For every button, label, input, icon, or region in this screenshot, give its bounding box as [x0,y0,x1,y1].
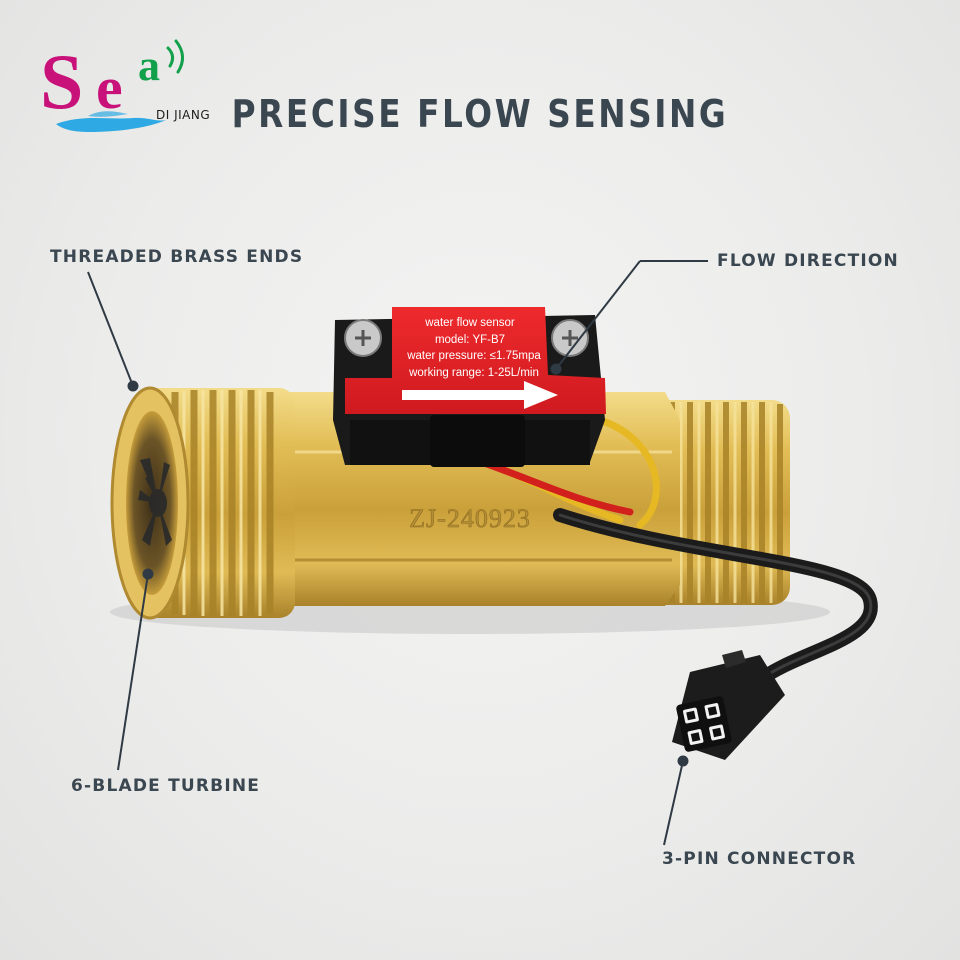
cable [451,416,878,687]
connector-housing [672,650,785,760]
callout-threaded-ends: THREADED BRASS ENDS [50,247,304,267]
sensor-label: water flow sensor model: YF-B7 water pre… [345,307,606,414]
callout-connector: 3-PIN CONNECTOR [662,849,857,869]
screw-left [344,319,382,357]
callout-lines [87,260,708,846]
signal-waves-icon [166,39,184,74]
body-engraving: ZJ-240923 [409,504,531,533]
logo-letter-a: a [138,41,160,90]
label-line-3: water pressure: ≤1.75mpa [406,350,541,362]
brand-logo: S e a DI JIANG [38,28,223,148]
callout-flow-direction: FLOW DIRECTION [717,251,899,271]
flow-arrow-icon [402,381,558,409]
logo-letter-e: e [96,55,123,121]
left-threaded-end [110,386,295,620]
turbine-blades [138,458,172,546]
label-line-1: water flow sensor [424,317,515,329]
screw-right [551,319,589,357]
callout-turbine: 6-BLADE TURBINE [71,776,261,796]
label-line-2: model: YF-B7 [435,334,505,346]
page-title: PRECISE FLOW SENSING [231,92,729,136]
label-line-4: working range: 1-25L/min [408,367,539,379]
logo-letter-s: S [40,38,83,125]
logo-subtitle: DI JIANG [156,108,211,122]
water-wave-icon [56,111,166,132]
